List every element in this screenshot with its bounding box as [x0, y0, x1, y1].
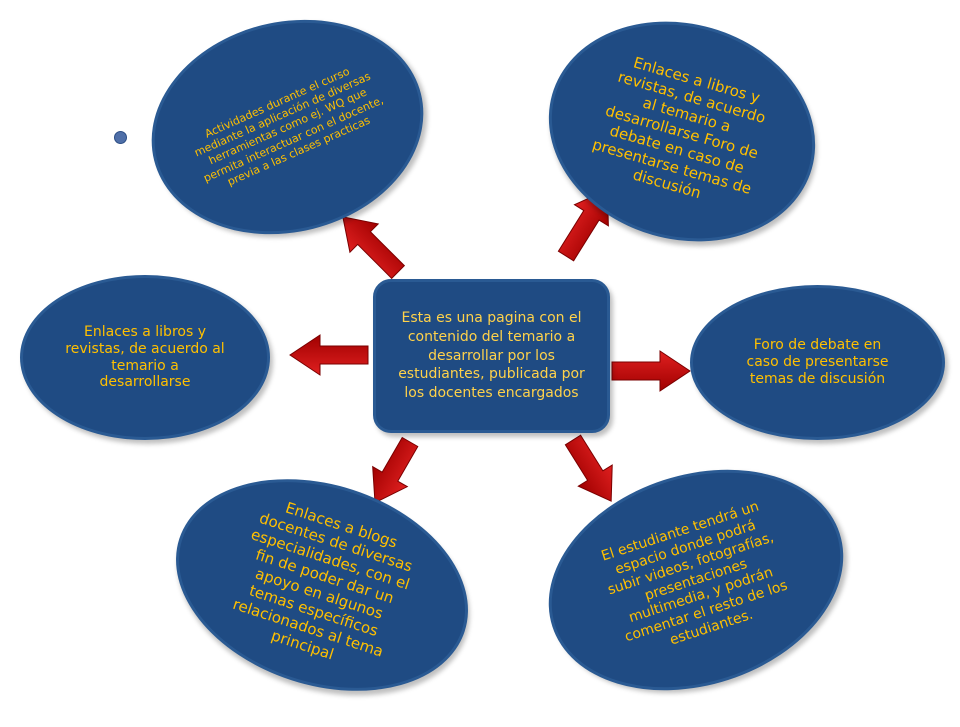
arrow-to-left [289, 334, 369, 376]
center-node: Esta es una pagina con el contenido del … [373, 279, 610, 433]
arrow-to-top-left [342, 216, 406, 280]
node-bottom-right-text: El estudiante tendrá un espacio donde po… [599, 498, 790, 649]
node-right: Foro de debate en caso de presentarse te… [690, 285, 945, 440]
node-top-right-text: Enlaces a libros y revistas, de acuerdo … [590, 52, 768, 202]
node-top-left-text: Actividades durante el curso mediante la… [192, 64, 385, 189]
node-left: Enlaces a libros y revistas, de acuerdo … [20, 275, 270, 440]
node-left-text: Enlaces a libros y revistas, de acuerdo … [65, 323, 225, 391]
arrow-to-bottom-right [564, 434, 613, 502]
center-node-text: Esta es una pagina con el contenido del … [398, 309, 585, 402]
arrow-to-right [611, 350, 691, 392]
arrow-to-bottom-left [372, 436, 419, 504]
node-bottom-left-text: Enlaces a blogs docentes de diversas esp… [230, 498, 415, 664]
bullet-dot [114, 131, 127, 144]
node-right-text: Foro de debate en caso de presentarse te… [746, 337, 889, 387]
